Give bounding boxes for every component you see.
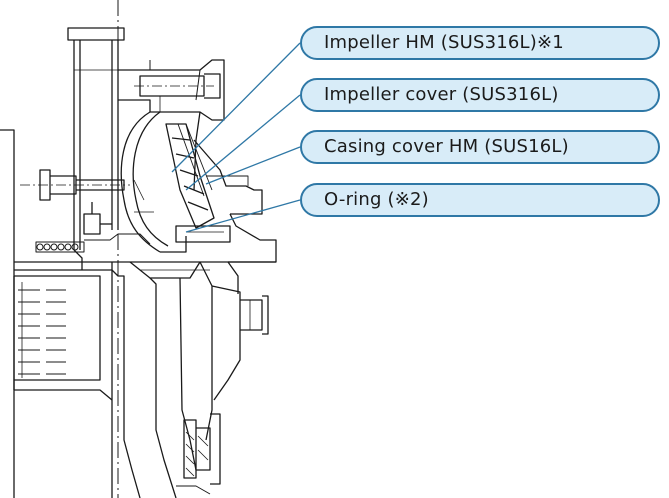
callout-casing-cover: Casing cover HM (SUS16L) [300, 130, 660, 164]
shaft-region [14, 261, 276, 498]
impeller-hub [160, 213, 277, 263]
upper-details [133, 60, 201, 213]
left-bolt-assembly [20, 169, 130, 235]
casing-upper-flange [118, 59, 225, 191]
seal-spring [35, 233, 151, 253]
impeller-blades [165, 123, 215, 229]
callout-impeller-hm: Impeller HM (SUS316L)※1 [300, 26, 660, 60]
leader-lines [171, 42, 301, 233]
casing-lower-body [111, 261, 269, 498]
motor-housing [0, 129, 113, 498]
leader-impeller-hm [171, 42, 301, 173]
callout-impeller-cover: Impeller cover (SUS316L) [300, 78, 660, 112]
inlet-pipe [67, 27, 125, 270]
outlet-flange [176, 413, 221, 495]
leader-impeller-cover [185, 94, 301, 191]
leader-o-ring [185, 199, 301, 233]
leader-casing-cover [205, 146, 301, 185]
callout-o-ring: O-ring (※2) [300, 183, 660, 217]
